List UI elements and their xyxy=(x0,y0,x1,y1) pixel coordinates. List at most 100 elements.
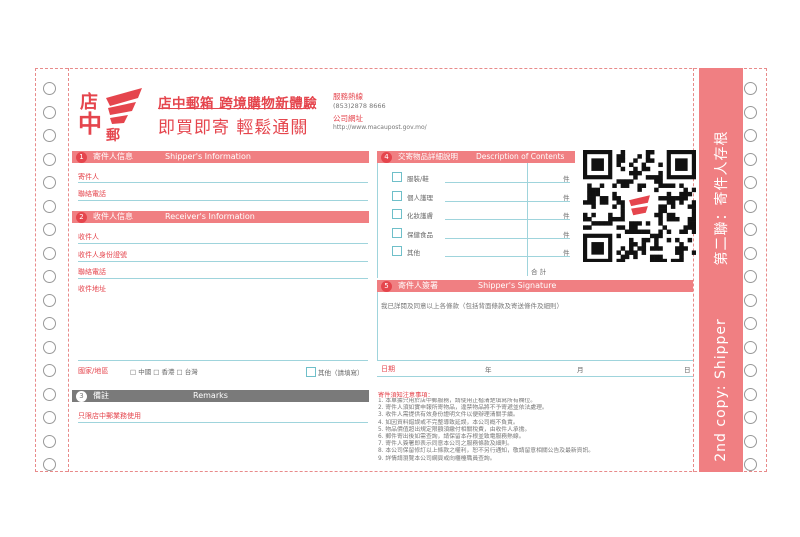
website-label: 公司網址 xyxy=(333,114,363,123)
country-options[interactable]: □ 中國 □ 香港 □ 台灣 xyxy=(130,368,198,376)
tractor-hole xyxy=(744,199,757,213)
receiver-address-label: 收件地址 xyxy=(78,285,106,293)
tractor-hole xyxy=(43,152,56,166)
signature-area[interactable] xyxy=(377,292,693,360)
tractor-hole xyxy=(744,411,757,424)
tractor-hole xyxy=(43,364,56,377)
tractor-hole xyxy=(744,105,757,119)
tractor-hole xyxy=(43,434,56,448)
section-title-en: Description of Contents xyxy=(476,152,565,161)
shipper-name-line[interactable] xyxy=(78,182,368,183)
content-checkbox[interactable] xyxy=(392,246,402,256)
section-title-en: Shipper's Signature xyxy=(478,281,557,290)
receiver-name-label: 收件人 xyxy=(78,233,99,241)
note-line: 5. 物品價值超出規定限額須繳付相關稅費，由收件人承擔。 xyxy=(378,426,531,433)
svg-text:店: 店 xyxy=(80,91,98,113)
shipper-name-label: 寄件人 xyxy=(78,173,99,181)
note-line: 3. 收件人需提供有效身份證明文件以便辦理清關手續。 xyxy=(378,412,519,419)
content-item-label: 保健食品 xyxy=(407,230,433,239)
section-number: 2 xyxy=(76,211,87,223)
tractor-hole xyxy=(43,129,56,142)
tractor-hole xyxy=(43,317,56,330)
receiver-name-line[interactable] xyxy=(78,243,368,244)
content-checkbox[interactable] xyxy=(392,172,402,182)
svg-text:中: 中 xyxy=(78,110,102,138)
section-number: 5 xyxy=(381,280,392,292)
service-phone: (853)2878 8666 xyxy=(333,102,386,110)
tractor-hole xyxy=(43,82,56,95)
content-checkbox[interactable] xyxy=(392,227,402,238)
section-number: 4 xyxy=(381,151,392,163)
signature-date-line xyxy=(377,360,693,361)
tractor-hole xyxy=(744,223,757,236)
tractor-hole xyxy=(43,270,56,283)
content-qty-line[interactable] xyxy=(445,237,570,239)
content-item-label: 服裝/鞋 xyxy=(407,175,429,183)
notes-list: 1. 本單據只用於店中郵服務，請使用正楷清楚填寫所有欄位。2. 寄件人須如實申報… xyxy=(378,398,690,463)
note-line: 4. 如因資料錯誤或不完整導致延誤，本公司概不負責。 xyxy=(378,419,519,426)
content-item-label: 化妝護膚 xyxy=(407,212,433,220)
signature-day: 日 xyxy=(684,366,691,374)
contents-box xyxy=(377,163,575,278)
shipper-phone-label: 聯絡電話 xyxy=(78,190,106,198)
receiver-id-line[interactable] xyxy=(78,261,368,262)
other-country-label: 其他（請填寫） xyxy=(318,369,364,377)
content-qty-line[interactable] xyxy=(445,200,570,202)
content-item-label: 個人護理 xyxy=(407,193,433,202)
contents-total-label: 合 計 xyxy=(531,268,547,276)
tractor-hole xyxy=(43,387,56,401)
receiver-id-label: 收件人身份證號 xyxy=(78,251,127,259)
shipper-phone-line[interactable] xyxy=(78,200,368,201)
tractor-hole xyxy=(43,340,56,354)
note-line: 6. 郵件寄出後如需查詢，請保留本存根並致電服務熱線。 xyxy=(378,434,525,441)
tractor-hole xyxy=(744,152,757,166)
signature-month: 月 xyxy=(577,366,584,374)
qr-code xyxy=(583,150,697,264)
content-qty-line[interactable] xyxy=(445,182,570,183)
tractor-hole xyxy=(43,176,56,189)
perforation-right xyxy=(693,68,694,472)
copy-strip: 第二聯：寄件人存根 2nd copy: Shipper xyxy=(699,68,743,472)
section-signature-header: 5 寄件人簽署 Shipper's Signature xyxy=(377,280,693,292)
section-title-zh: 寄件人信息 xyxy=(93,152,133,161)
content-qty-line[interactable] xyxy=(445,256,570,257)
note-line: 8. 本公司保留修訂以上條款之權利，恕不另行通知，敬請留意相關公告及最新資訊。 xyxy=(378,448,595,455)
section-remarks-header: 3 備註 Remarks xyxy=(72,390,369,402)
remarks-line[interactable] xyxy=(78,422,368,423)
tractor-hole xyxy=(744,364,757,377)
country-label: 國家/地區 xyxy=(78,367,109,375)
other-country-checkbox[interactable] xyxy=(306,367,316,377)
tractor-hole xyxy=(744,176,757,189)
tractor-hole xyxy=(43,293,56,307)
content-checkbox[interactable] xyxy=(392,209,402,219)
section-title-zh: 寄件人簽署 xyxy=(398,281,438,290)
note-line: 2. 寄件人須如實申報所寄物品，違禁物品將不予寄遞並依法處理。 xyxy=(378,405,548,412)
content-checkbox[interactable] xyxy=(392,190,402,201)
remarks-text: 只限店中郵業務使用 xyxy=(78,412,141,420)
website-url: http://www.macaupost.gov.mo/ xyxy=(333,124,427,131)
form-sheet xyxy=(35,68,767,472)
tractor-hole xyxy=(744,340,757,354)
tractor-hole xyxy=(43,199,56,213)
copy-label-zh: 第二聯：寄件人存根 xyxy=(714,130,730,266)
note-line: 1. 本單據只用於店中郵服務，請使用正楷清楚填寫所有欄位。 xyxy=(378,398,537,404)
tractor-hole xyxy=(744,293,757,307)
signature-declaration: 我已詳閱及同意以上各條款（包括背面條款及寄送條件及細則） xyxy=(381,302,563,310)
content-item-label: 其他 xyxy=(407,249,420,257)
signature-year: 年 xyxy=(485,366,492,374)
section-title-zh: 收件人信息 xyxy=(93,212,133,221)
tractor-hole xyxy=(744,246,757,260)
tractor-hole xyxy=(744,317,757,330)
content-unit: 件 xyxy=(563,212,570,220)
receiver-phone-line[interactable] xyxy=(78,278,368,279)
tractor-hole xyxy=(744,458,757,471)
section-number: 3 xyxy=(76,390,87,402)
tractor-hole xyxy=(43,246,56,260)
svg-text:郵: 郵 xyxy=(106,127,120,142)
tractor-hole xyxy=(43,411,56,424)
receiver-address-line[interactable] xyxy=(78,360,368,361)
signature-bottom-line xyxy=(377,376,693,377)
section-title-en: Remarks xyxy=(193,391,228,400)
tractor-hole xyxy=(43,458,56,471)
content-qty-line[interactable] xyxy=(445,219,570,220)
